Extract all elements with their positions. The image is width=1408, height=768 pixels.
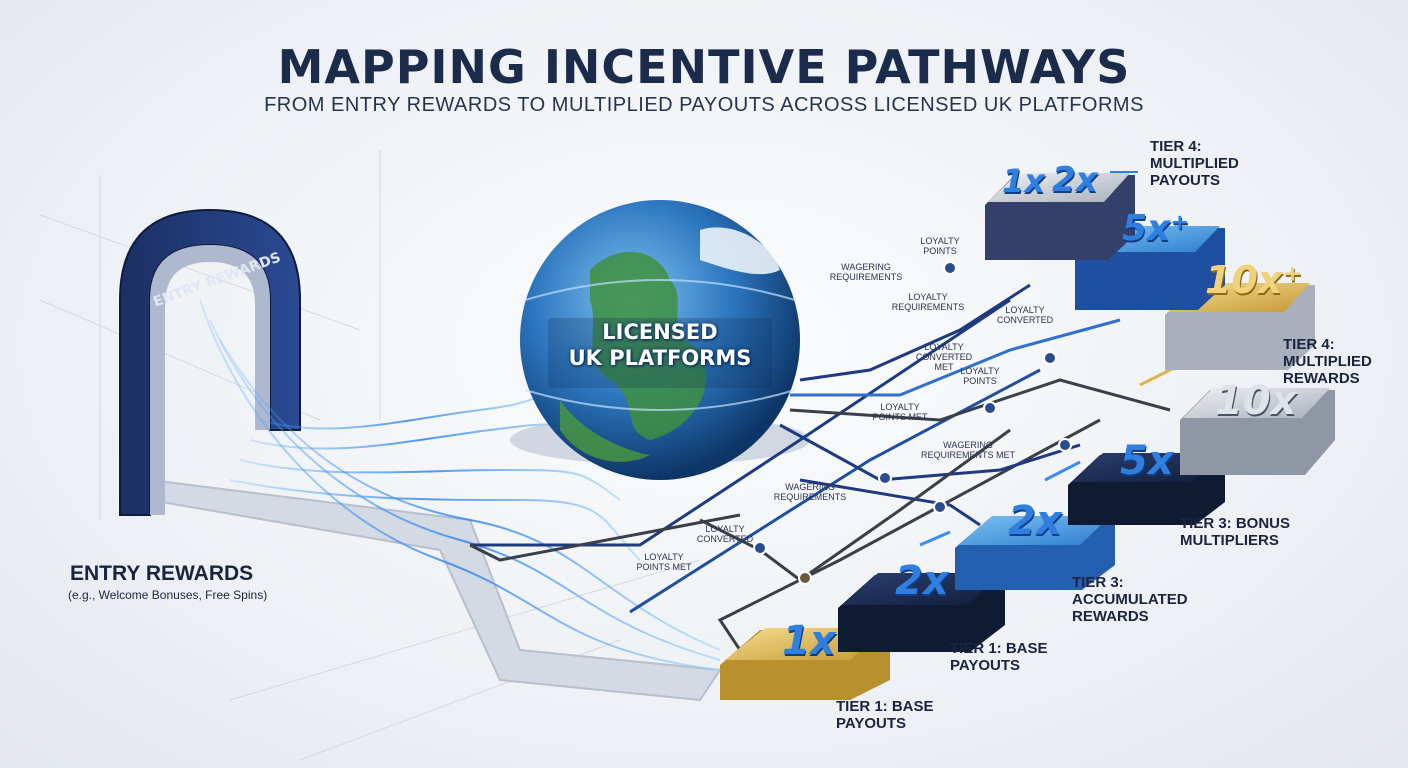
label-wagering-2: WAGERING REQUIREMENTS [762,482,858,502]
multiplier-1x: 1x [782,618,836,664]
multiplier-5x-top: 5x⁺ [1122,208,1189,249]
label-wagering-met: WAGERING REQUIREMENTS MET [918,440,1018,460]
label-loyalty-req: LOYALTY REQUIREMENTS [878,292,978,312]
tier3-accumulated-label: TIER 3: ACCUMULATED REWARDS [1072,574,1182,625]
entry-rewards-sub: (e.g., Welcome Bonuses, Free Spins) [68,588,267,602]
label-loyalty-points-1: LOYALTY POINTS [912,236,968,256]
label-loyalty-points-2: LOYALTY POINTS [952,366,1008,386]
globe-label-line1: LICENSED [560,320,760,344]
multiplier-2x-top: 2x [1052,160,1098,200]
multiplier-5x: 5x [1120,438,1174,484]
multiplier-1x-top: 1x [1002,162,1045,200]
label-loyalty-converted-1: LOYALTY CONVERTED [990,305,1060,325]
globe-label-line2: UK PLATFORMS [550,346,770,370]
label-loyalty-points-met-2: LOYALTY POINTS MET [636,552,692,572]
label-wagering-1: WAGERING REQUIREMENTS [820,262,912,282]
tier4-top-label: TIER 4: MULTIPLIED PAYOUTS [1150,138,1260,189]
tier3-bonus-label: TIER 3: BONUS MULTIPLIERS [1180,515,1360,549]
tier1-mid-label: TIER 1: BASE PAYOUTS [950,640,1090,674]
tier4-mid-label: TIER 4: MULTIPLIED REWARDS [1283,336,1379,387]
multiplier-2x-b: 2x [1008,498,1062,544]
tier1-bottom-label: TIER 1: BASE PAYOUTS [836,698,976,732]
multiplier-2x-a: 2x [895,558,949,604]
label-loyalty-converted-2: LOYALTY CONVERTED [690,524,760,544]
multiplier-10x-top: 10x⁺ [1205,258,1302,302]
entry-rewards-label: ENTRY REWARDS [70,562,253,586]
label-loyalty-points-met-1: LOYALTY POINTS MET [870,402,930,422]
